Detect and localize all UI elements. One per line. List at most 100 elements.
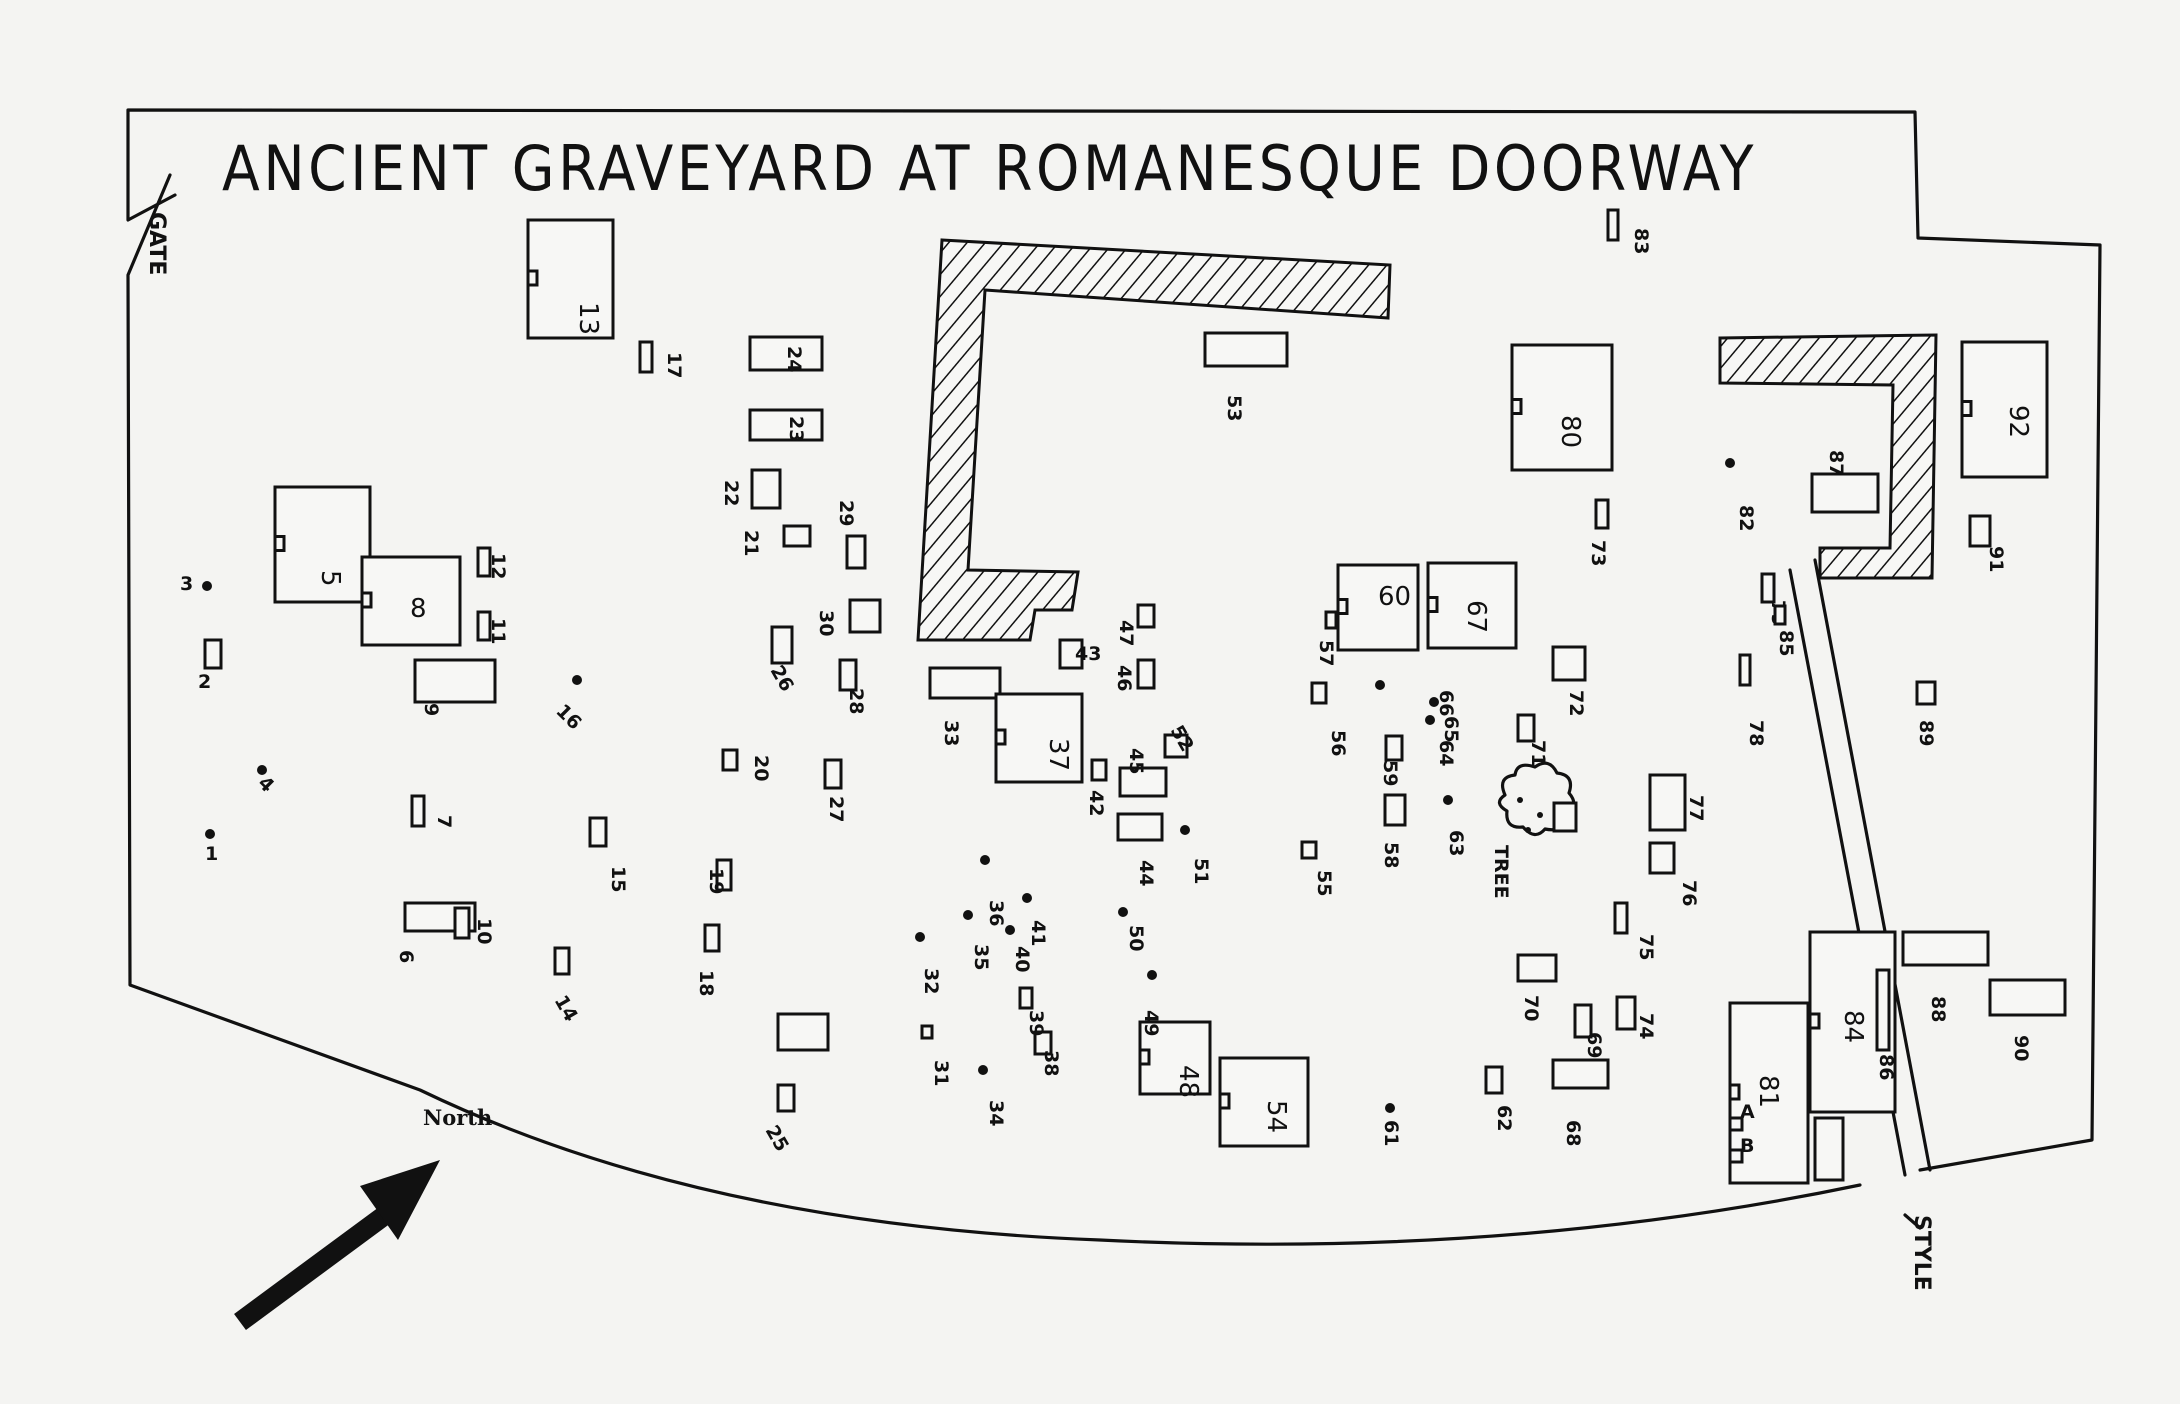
grave-61: 61 <box>1380 1103 1402 1146</box>
grave-10: 10 <box>453 906 495 944</box>
grave-label: 23 <box>785 416 807 442</box>
graves-layer: 1234567891011121314151617181920212223242… <box>180 208 2067 1185</box>
grave-label: 61 <box>1380 1120 1402 1146</box>
grave-label: 18 <box>695 970 717 996</box>
grave-label: 87 <box>1825 450 1847 476</box>
grave-42: 42 <box>1085 758 1108 816</box>
grave-label: 45 <box>1125 748 1147 774</box>
grave-label: A <box>1740 1101 1755 1123</box>
grave-label: 11 <box>487 618 509 644</box>
grave-91: 91 <box>1968 514 2007 572</box>
grave-label: 80 <box>1555 415 1585 448</box>
grave-39: 39 <box>1018 986 1047 1036</box>
grave-47: 47 <box>1115 603 1156 646</box>
grave-17: 17 <box>638 340 685 378</box>
grave-label: 6 <box>395 950 417 963</box>
grave-label: 41 <box>1027 920 1049 946</box>
grave-label: 83 <box>1630 228 1652 254</box>
grave-27: 27 <box>823 758 847 822</box>
grave-label: 40 <box>1011 946 1033 972</box>
grave-label: 2 <box>198 671 211 693</box>
grave-44: 44 <box>1116 812 1164 886</box>
grave-55: 55 <box>1300 840 1335 896</box>
grave-8: 8 <box>360 555 462 647</box>
grave-33: 33 <box>928 666 1002 746</box>
grave-92: 92 <box>1960 340 2049 479</box>
grave-73: 73 <box>1587 498 1610 566</box>
grave-12: 12 <box>476 546 509 579</box>
map-title-text: ANCIENT GRAVEYARD AT ROMANESQUE DOORWAY <box>222 132 1757 205</box>
grave-label: 88 <box>1927 996 1949 1022</box>
grave-83: 83 <box>1606 208 1652 254</box>
grave-34: 34 <box>978 1065 1007 1126</box>
grave-label: 10 <box>473 918 495 944</box>
grave-74: 74 <box>1615 995 1657 1039</box>
grave-65: 65 <box>1429 697 1462 742</box>
grave-label: 50 <box>1125 925 1147 951</box>
grave-label: 25 <box>761 1122 793 1156</box>
grave-label: 17 <box>663 352 685 378</box>
grave-label: 14 <box>550 992 582 1026</box>
grave-label: 38 <box>1040 1050 1062 1076</box>
grave-label: 63 <box>1445 830 1467 856</box>
grave-label: 16 <box>551 700 585 734</box>
grave-57: 57 <box>1315 610 1338 666</box>
grave-28: 28 <box>838 658 867 714</box>
grave-label: 77 <box>1685 795 1707 821</box>
grave-64: 64 <box>1425 715 1457 766</box>
grave-86: 86 <box>1875 968 1897 1080</box>
grave-88: 88 <box>1901 930 1990 1022</box>
grave-label: 13 <box>573 302 603 335</box>
grave-label: 55 <box>1313 870 1335 896</box>
grave-label: 62 <box>1493 1105 1515 1131</box>
grave-1: 1 <box>205 829 218 865</box>
grave-80: 80 <box>1510 343 1614 472</box>
grave-25: 25 <box>761 1083 796 1156</box>
gate-label: GATE <box>144 212 169 275</box>
grave-67: 67 <box>1426 561 1518 650</box>
style-label: STYLE <box>1909 1215 1934 1291</box>
grave-label: 66 <box>1435 690 1457 716</box>
grave-label: 37 <box>1043 738 1073 771</box>
grave-slab <box>1813 1116 1845 1182</box>
grave-53: 53 <box>1203 331 1289 421</box>
grave-24: 24 <box>748 335 824 372</box>
grave-label: 84 <box>1838 1010 1868 1043</box>
bleed-through-texture <box>1380 20 2160 1400</box>
grave-label: 53 <box>1223 395 1245 421</box>
grave-label: 31 <box>930 1060 952 1086</box>
grave-62: 62 <box>1484 1065 1515 1131</box>
grave-label: 57 <box>1315 640 1337 666</box>
grave-50: 50 <box>1118 907 1147 951</box>
grave-45: 45 <box>1118 748 1168 798</box>
grave-label: 27 <box>825 796 847 822</box>
grave-37: 37 <box>994 692 1084 784</box>
grave-label: 72 <box>1565 690 1587 716</box>
grave-13: 13 <box>526 218 615 340</box>
grave-75: 75 <box>1613 901 1657 960</box>
grave-label: 43 <box>1075 643 1101 665</box>
grave-35: 35 <box>963 910 992 970</box>
style-mark <box>1903 1213 1922 1230</box>
grave-31: 31 <box>920 1024 952 1086</box>
grave-49: 49 <box>1140 970 1162 1036</box>
grave-87: 87 <box>1810 450 1880 514</box>
grave-72: 72 <box>1551 645 1587 716</box>
grave-label: 90 <box>2010 1035 2032 1061</box>
grave-label: 32 <box>920 968 942 994</box>
grave-label: 49 <box>1140 1010 1162 1036</box>
grave-15: 15 <box>588 816 629 892</box>
grave-26: 26 <box>766 625 798 695</box>
grave-23: 23 <box>748 408 824 442</box>
grave-9: 9 <box>413 658 497 716</box>
grave-slab <box>776 1012 830 1052</box>
church-wall-west <box>916 238 1392 642</box>
grave-label: 7 <box>433 815 455 828</box>
grave-4: 4 <box>253 765 278 797</box>
grave-label: 92 <box>2003 405 2033 438</box>
church-wall-east <box>1718 333 1938 580</box>
tree-icon <box>1497 761 1578 837</box>
grave-label: 19 <box>705 868 727 894</box>
grave-label: 64 <box>1435 740 1457 766</box>
